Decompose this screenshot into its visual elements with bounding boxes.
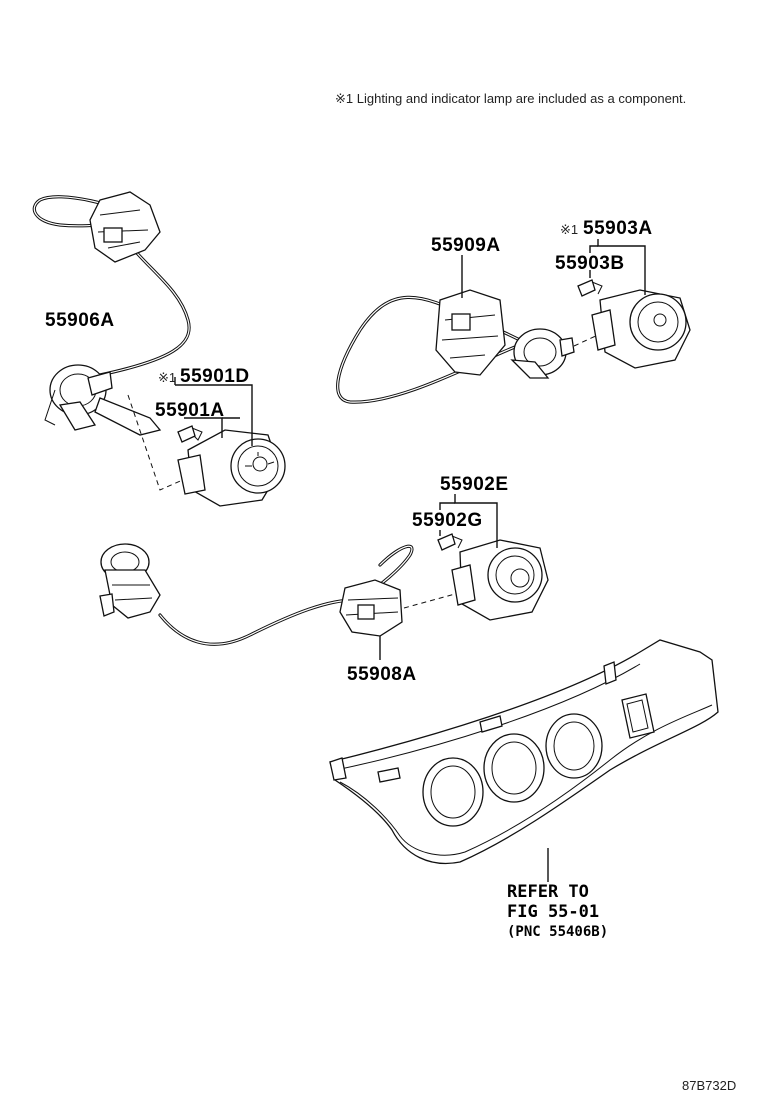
svg-text:※1: ※1 [560,222,578,237]
cable-assembly-55908A [99,543,414,646]
reference-note: REFER TO FIG 55-01 (PNC 55406B) [507,882,608,940]
svg-text:REFER TO: REFER TO [507,882,589,902]
svg-text:55903B: 55903B [555,253,625,274]
label-55902E: 55902E [440,474,509,495]
lamp-note: ※1 Lighting and indicator lamp are inclu… [335,91,686,106]
cable-assembly-55906A [32,191,191,436]
screw-55901A [177,425,203,443]
label-55902G: 55902G [412,510,483,531]
svg-text:55901D: 55901D [180,366,250,387]
svg-text:55909A: 55909A [431,235,501,256]
screw-55903B [577,279,603,297]
label-55909A: 55909A [431,235,501,256]
figure-code: 87B732D [682,1078,736,1093]
switch-55901D [177,429,286,507]
label-55901A: 55901A [155,400,225,421]
screw-55902G [437,533,463,551]
panel-bezel [329,639,719,865]
svg-text:(PNC 55406B): (PNC 55406B) [507,924,608,940]
label-55908A: 55908A [347,664,417,685]
cable-assembly-55909A [336,289,575,404]
svg-text:FIG 55-01: FIG 55-01 [507,902,599,922]
switch-55903A [591,289,691,369]
label-55903A: ※1 55903A [560,218,653,239]
label-55906A: 55906A [45,310,115,331]
label-55903B: 55903B [555,253,625,274]
svg-text:55908A: 55908A [347,664,417,685]
svg-text:55901A: 55901A [155,400,225,421]
svg-text:55903A: 55903A [583,218,653,239]
svg-text:55902E: 55902E [440,474,509,495]
svg-text:※1: ※1 [158,370,176,385]
switch-55902E [451,539,549,621]
svg-text:55902G: 55902G [412,510,483,531]
label-55901D: ※1 55901D [158,366,250,387]
svg-text:55906A: 55906A [45,310,115,331]
